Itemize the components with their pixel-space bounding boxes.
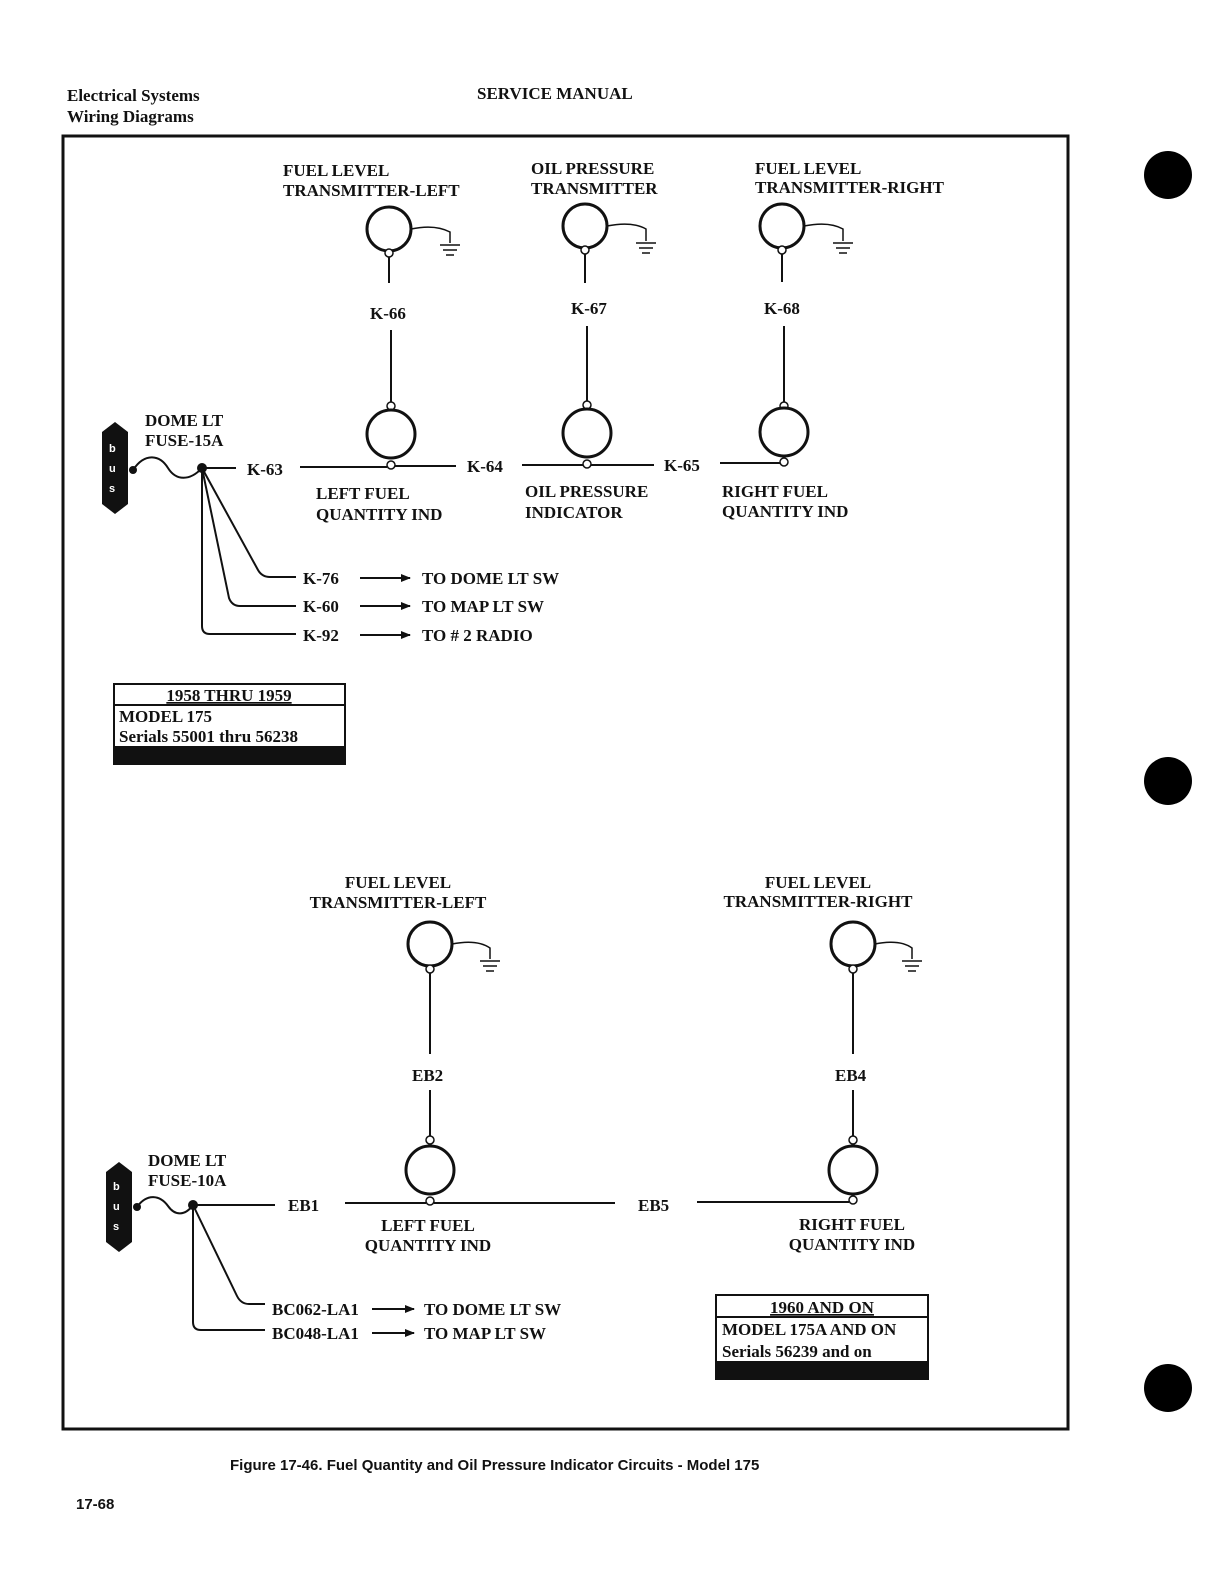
- indicator-right-fuel: [758, 401, 810, 467]
- svg-text:BC048-LA1: BC048-LA1: [272, 1324, 359, 1343]
- branch-bc062: BC062-LA1 TO DOME LT SW: [272, 1300, 561, 1319]
- svg-text:u: u: [113, 1201, 120, 1213]
- wire-label-k67: K-67: [571, 299, 607, 318]
- b-transmitter-right-label-1: FUEL LEVEL: [765, 873, 871, 892]
- b-ind-right-label-2: QUANTITY IND: [789, 1235, 915, 1254]
- section-title-line2: Wiring Diagrams: [67, 107, 194, 126]
- section-title-line1: Electrical Systems: [67, 86, 200, 105]
- ind-oil-label-2: INDICATOR: [525, 503, 623, 522]
- punch-hole: [1144, 151, 1192, 199]
- indicator-left-fuel: [365, 401, 417, 470]
- svg-text:TO DOME LT SW: TO DOME LT SW: [422, 569, 559, 588]
- svg-text:MODEL 175A AND ON: MODEL 175A AND ON: [722, 1320, 897, 1339]
- ind-right-label-2: QUANTITY IND: [722, 502, 848, 521]
- punch-hole: [1144, 1364, 1192, 1412]
- fuse-label-2: FUSE-15A: [145, 431, 224, 450]
- punch-hole: [1144, 757, 1192, 805]
- svg-text:Serials 55001 thru 56238: Serials 55001 thru 56238: [119, 727, 298, 746]
- transmitter-left-symbol: [365, 205, 460, 283]
- diagram-border: [61, 134, 1070, 1431]
- branch-k92: K-92 TO # 2 RADIO: [303, 626, 533, 645]
- svg-text:TO MAP LT SW: TO MAP LT SW: [422, 597, 544, 616]
- b-fuse-label-2: FUSE-10A: [148, 1171, 227, 1190]
- ind-oil-label-1: OIL PRESSURE: [525, 482, 648, 501]
- wire-label-k66: K-66: [370, 304, 406, 323]
- b-indicator-left-fuel: [404, 1135, 456, 1206]
- svg-text:s: s: [109, 483, 115, 495]
- transmitter-right-symbol: [758, 202, 853, 282]
- indicator-oil-pressure: [561, 400, 613, 469]
- svg-text:TO MAP LT SW: TO MAP LT SW: [424, 1324, 546, 1343]
- svg-text:b: b: [109, 443, 116, 455]
- svg-text:K-76: K-76: [303, 569, 339, 588]
- b-transmitter-left-label-1: FUEL LEVEL: [345, 873, 451, 892]
- svg-text:1958 THRU 1959: 1958 THRU 1959: [166, 686, 291, 705]
- transmitter-right-label-2: TRANSMITTER-RIGHT: [755, 178, 945, 197]
- svg-text:1960 AND ON: 1960 AND ON: [770, 1298, 875, 1317]
- circuit-1960-on: FUEL LEVEL TRANSMITTER-LEFT FUEL LEVEL T…: [106, 873, 929, 1380]
- transmitter-oil-label-1: OIL PRESSURE: [531, 159, 654, 178]
- svg-text:b: b: [113, 1181, 120, 1193]
- wire-label-eb2: EB2: [412, 1066, 443, 1085]
- wire-label-k63: K-63: [247, 460, 283, 479]
- b-ind-left-label-2: QUANTITY IND: [365, 1236, 491, 1255]
- effectivity-box-top: 1958 THRU 1959 MODEL 175 Serials 55001 t…: [113, 683, 346, 765]
- svg-text:u: u: [109, 463, 116, 475]
- svg-text:s: s: [113, 1221, 119, 1233]
- circuit-1958-1959: FUEL LEVEL TRANSMITTER-LEFT OIL PRESSURE…: [102, 159, 945, 765]
- bus-bar: b u s: [102, 422, 128, 514]
- svg-text:TO DOME LT SW: TO DOME LT SW: [424, 1300, 561, 1319]
- branch-bc048: BC048-LA1 TO MAP LT SW: [272, 1324, 546, 1343]
- b-ind-right-label-1: RIGHT FUEL: [799, 1215, 905, 1234]
- b-bus-bar: b u s: [106, 1162, 132, 1252]
- branch-k60: K-60 TO MAP LT SW: [303, 597, 544, 616]
- transmitter-oil-symbol: [561, 202, 656, 283]
- transmitter-oil-label-2: TRANSMITTER: [531, 179, 658, 198]
- svg-text:TO # 2 RADIO: TO # 2 RADIO: [422, 626, 533, 645]
- svg-text:BC062-LA1: BC062-LA1: [272, 1300, 359, 1319]
- transmitter-left-label-2: TRANSMITTER-LEFT: [283, 181, 460, 200]
- branch-k76: K-76 TO DOME LT SW: [303, 569, 559, 588]
- svg-text:MODEL 175: MODEL 175: [119, 707, 212, 726]
- fuse-label-1: DOME LT: [145, 411, 224, 430]
- figure-caption: Figure 17-46. Fuel Quantity and Oil Pres…: [230, 1457, 759, 1474]
- b-ind-left-label-1: LEFT FUEL: [381, 1216, 475, 1235]
- wire-label-eb4: EB4: [835, 1066, 867, 1085]
- svg-text:Serials 56239 and on: Serials 56239 and on: [722, 1342, 872, 1361]
- transmitter-right-label-1: FUEL LEVEL: [755, 159, 861, 178]
- effectivity-box-bottom: 1960 AND ON MODEL 175A AND ON Serials 56…: [715, 1294, 929, 1380]
- b-transmitter-right-label-2: TRANSMITTER-RIGHT: [724, 892, 914, 911]
- wire-label-k68: K-68: [764, 299, 800, 318]
- ind-left-label-1: LEFT FUEL: [316, 484, 410, 503]
- wire-label-k64: K-64: [467, 457, 503, 476]
- ind-right-label-1: RIGHT FUEL: [722, 482, 828, 501]
- wire-label-eb5: EB5: [638, 1196, 669, 1215]
- b-transmitter-right-symbol: [829, 920, 922, 1054]
- transmitter-left-label-1: FUEL LEVEL: [283, 161, 389, 180]
- wire-label-eb1: EB1: [288, 1196, 319, 1215]
- b-transmitter-left-symbol: [406, 920, 500, 1054]
- b-indicator-right-fuel: [827, 1135, 879, 1205]
- svg-text:K-60: K-60: [303, 597, 339, 616]
- svg-text:K-92: K-92: [303, 626, 339, 645]
- section-title: Electrical Systems Wiring Diagrams: [67, 85, 200, 127]
- ind-left-label-2: QUANTITY IND: [316, 505, 442, 524]
- manual-title: SERVICE MANUAL: [477, 84, 633, 103]
- b-fuse-label-1: DOME LT: [148, 1151, 227, 1170]
- page-number: 17-68: [76, 1496, 114, 1513]
- b-transmitter-left-label-2: TRANSMITTER-LEFT: [310, 893, 487, 912]
- wire-label-k65: K-65: [664, 456, 700, 475]
